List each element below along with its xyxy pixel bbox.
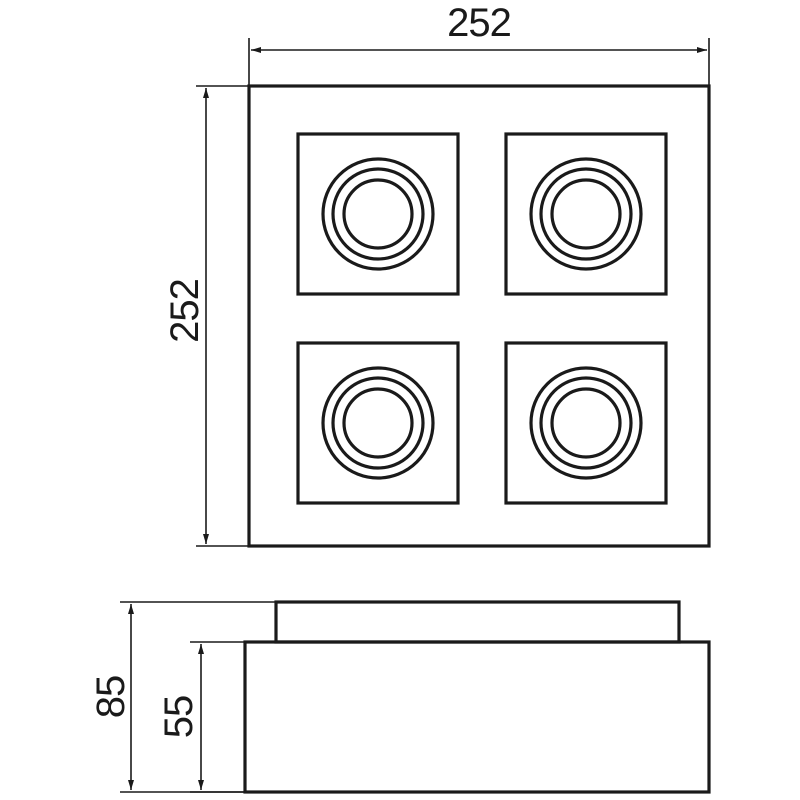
spot-outer-ring	[529, 366, 643, 480]
body-height-dimension: 55	[157, 641, 245, 793]
spot-module-bottom-left	[296, 341, 460, 505]
spot-outer-ring	[321, 366, 435, 480]
spot-middle-ring	[331, 376, 425, 470]
side-view-body	[243, 640, 711, 794]
side-view	[243, 600, 711, 794]
spot-module-bottom-right	[504, 341, 668, 505]
width-dimension: 252	[248, 1, 710, 86]
spot-outer-ring	[529, 157, 643, 271]
spot-lens	[342, 178, 414, 250]
total-height-dimension: 85	[89, 601, 276, 793]
spot-middle-ring	[539, 167, 633, 261]
width-label: 252	[447, 1, 511, 45]
spot-middle-ring	[331, 167, 425, 261]
spot-outer-ring	[321, 157, 435, 271]
spot-lens	[342, 387, 414, 459]
spot-frame	[296, 341, 460, 505]
spot-module-top-right	[504, 132, 668, 296]
total-height-label: 85	[89, 676, 133, 719]
side-view-top-plate	[274, 600, 681, 644]
height-label: 252	[163, 279, 207, 343]
spot-lens	[550, 387, 622, 459]
spot-module-top-left	[296, 132, 460, 296]
top-view-outline	[247, 84, 711, 548]
spot-frame	[296, 132, 460, 296]
height-dimension: 252	[163, 85, 249, 547]
top-view	[247, 84, 711, 548]
spot-frame	[504, 132, 668, 296]
spot-frame	[504, 341, 668, 505]
spot-lens	[550, 178, 622, 250]
body-height-label: 55	[157, 696, 201, 739]
spot-middle-ring	[539, 376, 633, 470]
